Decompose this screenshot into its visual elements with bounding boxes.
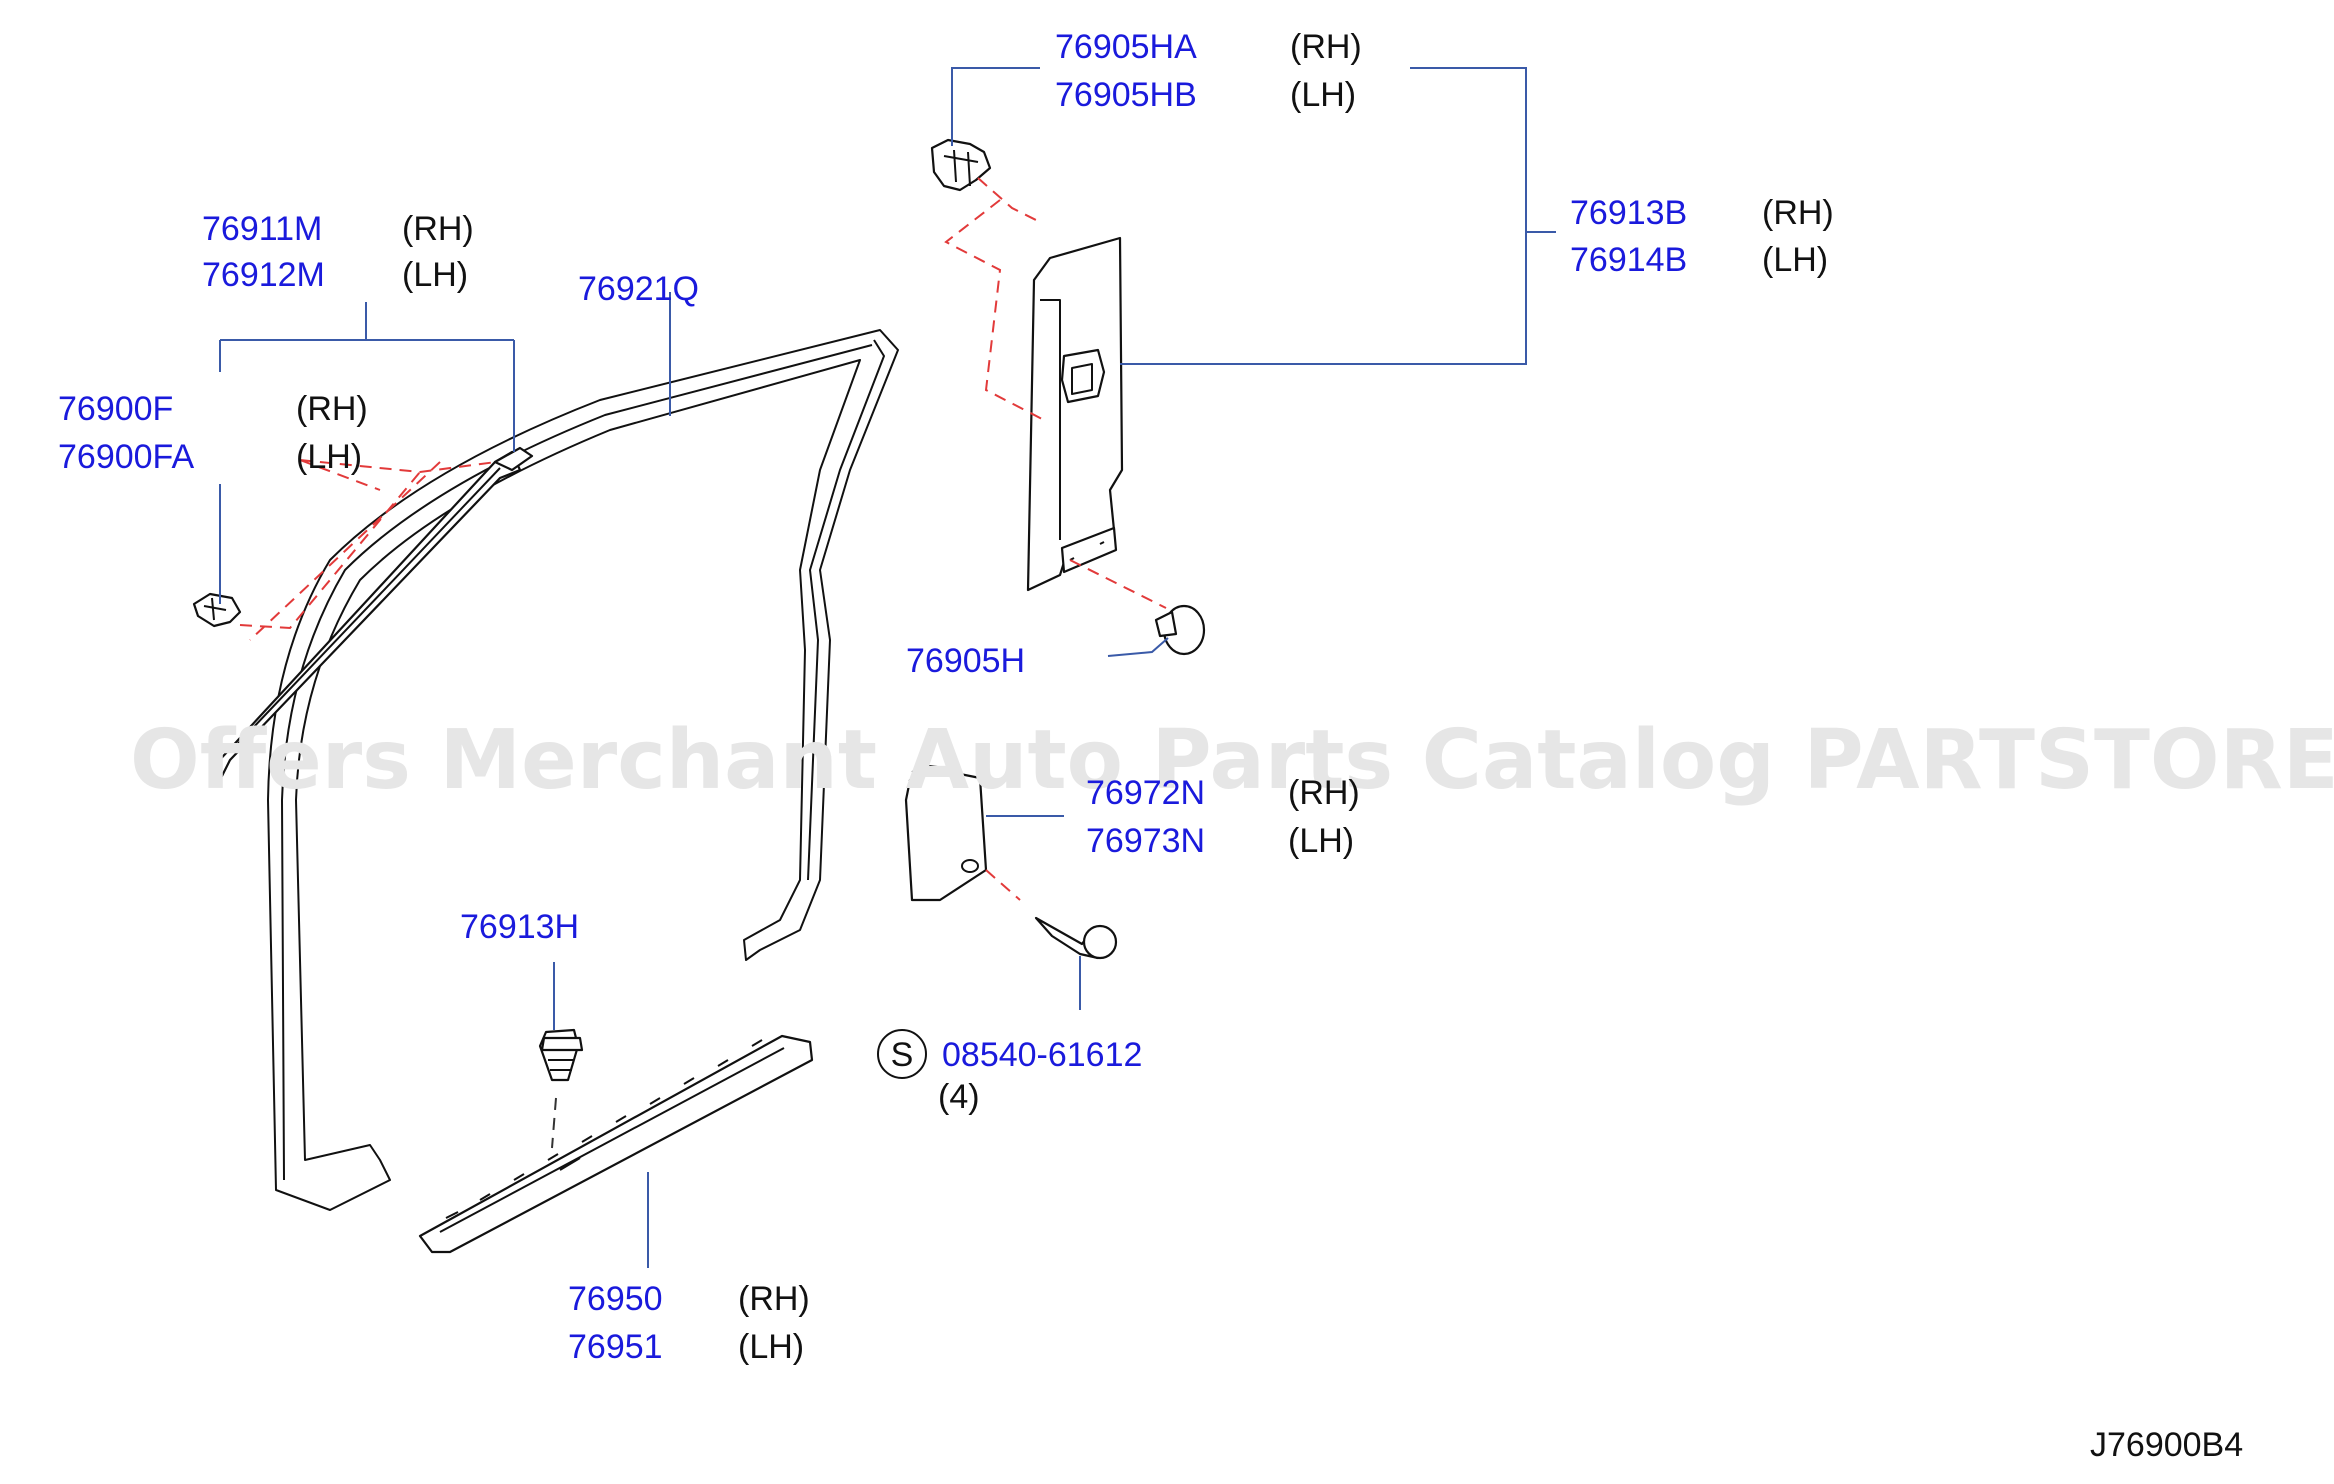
assembly-lines [239,177,1167,1149]
callout-76913B[interactable]: 76913B (RH) 76914B (LH) [1570,194,1834,279]
quantity-label: (4) [938,1078,980,1116]
b-pillar-upper-trim-drawing [1026,236,1124,592]
part-number[interactable]: 76900FA [58,438,194,476]
part-number[interactable]: 76905H [906,642,1025,680]
side-label: (RH) [402,210,474,248]
part-number[interactable]: 76951 [568,1328,663,1366]
side-label: (LH) [1288,822,1354,860]
part-number[interactable]: 76914B [1570,241,1687,279]
side-label: (LH) [296,438,362,476]
side-label: (RH) [738,1280,810,1318]
callout-76905HA[interactable]: 76905HA (RH) 76905HB (LH) [1055,28,1362,114]
kicking-plate-drawing [418,1034,814,1254]
callout-76921Q[interactable]: 76921Q [578,270,699,308]
side-label: (LH) [1290,76,1356,114]
part-number[interactable]: 76905HB [1055,76,1197,114]
standard-part-symbol [877,1029,927,1079]
side-label: (RH) [1288,774,1360,812]
leader-lines [219,67,1556,1268]
callout-76972N[interactable]: 76972N (RH) 76973N (LH) [1086,774,1360,860]
screw-drawing [1034,916,1118,960]
part-number[interactable]: 08540-61612 [942,1036,1142,1074]
callout-76911M[interactable]: 76911M (RH) 76912M (LH) [202,210,474,294]
clip-a-pillar-drawing [192,592,242,628]
callout-08540-61612[interactable]: S 08540-61612 (4) [877,1029,1142,1116]
part-number[interactable]: 76913H [460,908,579,946]
lower-b-pillar-trim-drawing [904,765,988,902]
side-label: (LH) [738,1328,804,1366]
side-label: (LH) [402,256,468,294]
side-label: (RH) [296,390,368,428]
clip-upper-drawing [930,138,992,192]
part-number[interactable]: 76900F [58,390,173,428]
standard-part-letter: S [891,1036,914,1074]
callout-76913H[interactable]: 76913H [460,908,579,946]
side-label: (LH) [1762,241,1828,279]
part-number[interactable]: 76973N [1086,822,1205,860]
part-number[interactable]: 76972N [1086,774,1205,812]
push-clip-drawing [1154,604,1206,656]
side-label: (RH) [1762,194,1834,232]
watermark-text: Offers Merchant Auto Parts Catalog PARTS… [130,713,2334,808]
part-number[interactable]: 76905HA [1055,28,1197,66]
part-number[interactable]: 76911M [202,210,322,248]
callout-76905H[interactable]: 76905H [906,642,1025,680]
part-number[interactable]: 76950 [568,1280,663,1318]
part-number[interactable]: 76912M [202,256,325,294]
callout-76900F[interactable]: 76900F (RH) 76900FA (LH) [58,390,368,476]
part-number[interactable]: 76913B [1570,194,1687,232]
kick-clip-drawing [538,1028,584,1082]
callout-76950[interactable]: 76950 (RH) 76951 (LH) [568,1280,810,1366]
side-label: (RH) [1290,28,1362,66]
a-pillar-trim-drawing [213,446,534,778]
part-number[interactable]: 76921Q [578,270,699,308]
diagram-code: J76900B4 [2090,1426,2243,1464]
